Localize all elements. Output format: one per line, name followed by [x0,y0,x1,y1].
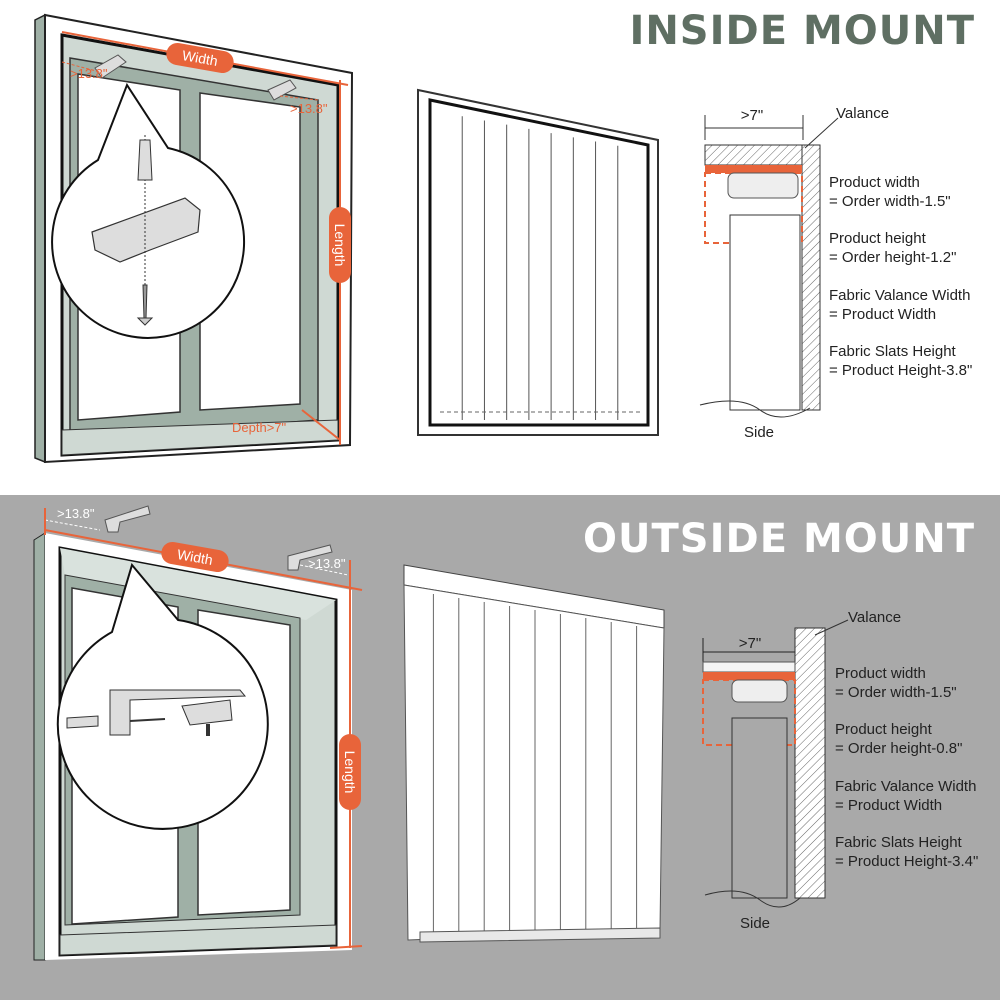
inside-side-view: >7" Valance Side Product width = Order w… [699,105,972,441]
valance-label: Valance [836,105,889,122]
bracket-left-clearance: >13.8" [70,66,108,81]
bracket-left-clearance: >13.8" [57,506,95,521]
bracket-right-icon [287,544,333,571]
spec-name: Product width [835,665,926,682]
bracket-right-clearance: >13.8" [290,101,328,116]
inside-window-illustration: Width Length >13.8" >13.8" Depth>7" [34,13,354,464]
spec-formula: = Product Height-3.4" [835,853,978,870]
spec-name: Fabric Valance Width [829,287,970,304]
outside-side-view: >7" Valance Side Product width = Order w… [702,609,978,932]
bracket-right-icon [267,79,297,101]
length-label: Length [342,751,358,794]
width-pill [166,43,234,73]
bracket-clip-icon [91,135,201,326]
spec-formula: = Order height-0.8" [835,740,962,757]
width-label: Width [176,546,214,568]
spec-formula: = Product Width [835,797,942,814]
width-pill [161,542,229,572]
spec-formula: = Product Width [829,306,936,323]
width-label: Width [181,47,219,69]
bracket-left-icon [104,505,151,533]
spec-formula: = Order height-1.2" [829,249,956,266]
inside-mount-title: INSIDE MOUNT [629,8,975,54]
depth-label: Depth>7" [232,420,287,435]
length-pill [329,207,351,283]
spec-name: Product height [835,721,933,738]
spec-formula: = Order width-1.5" [835,684,957,701]
valance-bar [705,165,802,173]
spec-formula: = Product Height-3.8" [829,362,972,379]
spec-name: Product width [829,174,920,191]
outside-blind-illustration [403,564,665,943]
valance-bar [703,672,795,680]
side-label: Side [740,915,770,932]
length-pill [339,734,361,810]
spec-name: Fabric Valance Width [835,778,976,795]
valance-label: Valance [848,609,901,626]
outside-window-illustration: Width Length >13.8" >13.8" [33,505,363,961]
spec-name: Fabric Slats Height [829,343,957,360]
spec-formula: = Order width-1.5" [829,193,951,210]
l-bracket-icon [66,689,247,736]
spec-name: Fabric Slats Height [835,834,963,851]
bracket-right-clearance: >13.8" [308,556,346,571]
clearance-label: >7" [739,635,761,652]
outside-mount-title: OUTSIDE MOUNT [583,516,975,562]
length-label: Length [332,224,348,267]
inside-blind-illustration [417,88,659,436]
spec-name: Product height [829,230,927,247]
clearance-label: >7" [741,107,763,124]
bracket-left-icon [94,54,127,79]
side-label: Side [744,424,774,441]
